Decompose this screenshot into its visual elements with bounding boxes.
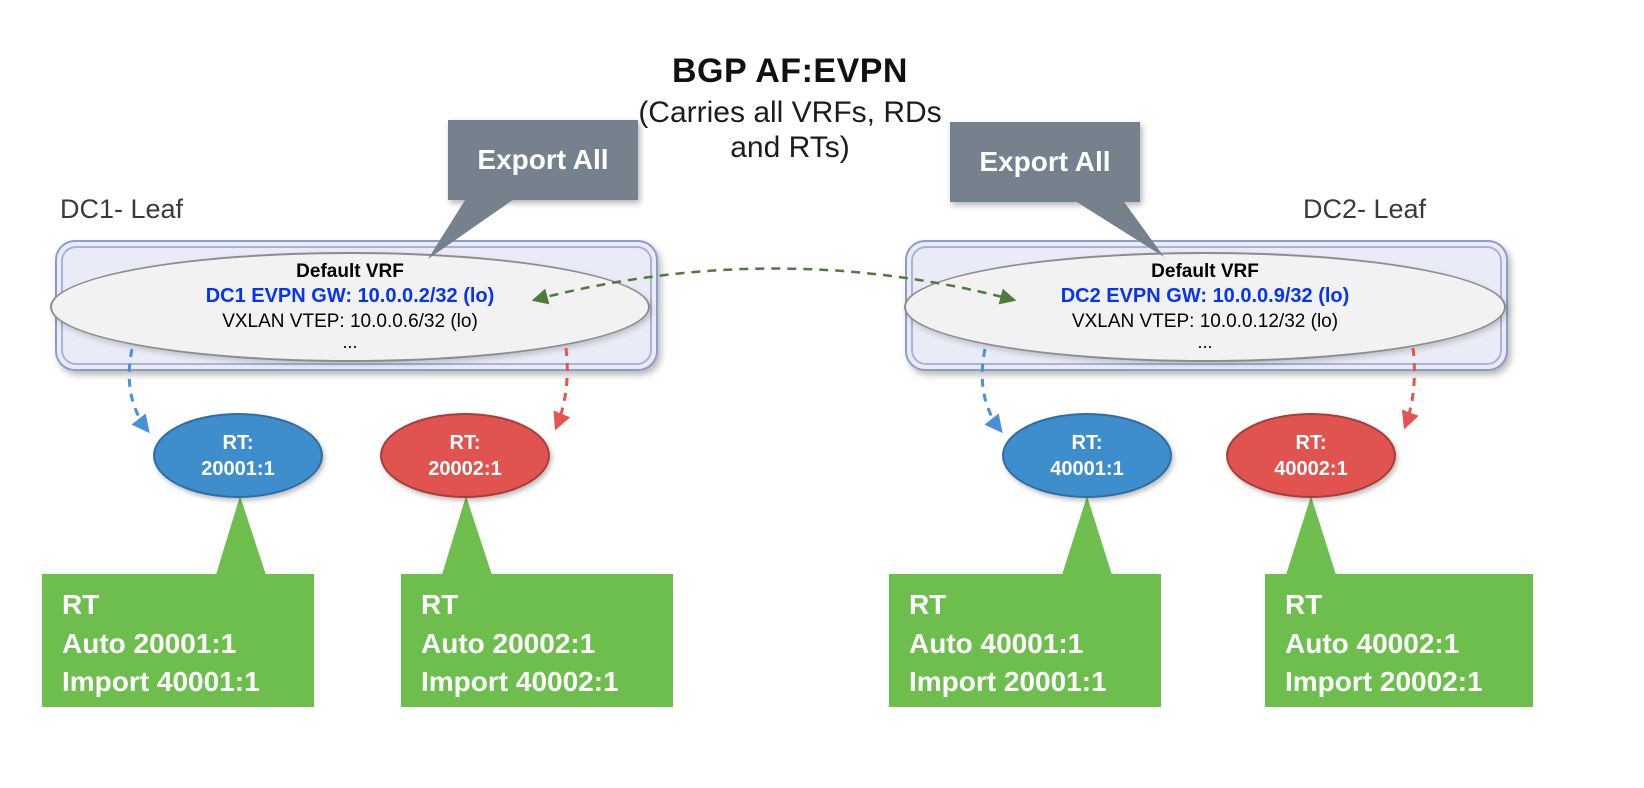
dc2-vrf-ellipsis: ... [1197,332,1213,353]
dc2-rt-box-red: RT Auto 40002:1 Import 20002:1 [1265,574,1533,707]
dc2-rt-blue-value: 40001:1 [1050,457,1124,480]
dc1-rt-red-label: RT: [449,431,481,454]
export-all-callout-dc2: Export All [950,122,1140,202]
rt-box-tail-dc2-red [1285,496,1337,578]
dc2-rt-box-blue: RT Auto 40001:1 Import 20001:1 [889,574,1161,707]
dc1-rt-blue-value: 20001:1 [201,457,275,480]
dc1-vrf-name: Default VRF [296,260,404,282]
dc1-vtep-text: VXLAN VTEP: 10.0.0.6/32 (lo) [222,310,478,332]
dc2-rt-box-red-line3: Import 20002:1 [1285,666,1483,698]
dc2-rt-oval-blue: RT: 40001:1 [1002,413,1172,498]
rt-box-tail-dc1-blue [215,496,267,578]
dc1-leaf-label: DC1- Leaf [60,194,184,224]
dc1-rt-oval-blue: RT: 20001:1 [153,413,323,498]
dc2-rt-box-blue-line2: Auto 40001:1 [909,627,1084,659]
export-all-callout-dc1: Export All [448,120,638,200]
dc1-vrf-ellipsis: ... [342,332,358,353]
dc1-rt-box-blue: RT Auto 20001:1 Import 40001:1 [42,574,314,707]
dc2-vtep-text: VXLAN VTEP: 10.0.0.12/32 (lo) [1071,310,1339,332]
dc1-rt-blue-label: RT: [222,431,254,454]
title-subtitle-line1: (Carries all VRFs, RDs [638,96,942,129]
dc2-leaf-label: DC2- Leaf [1303,194,1427,224]
dc2-evpn-gw-text: DC2 EVPN GW: 10.0.0.9/32 (lo) [1060,285,1350,308]
dc1-rt-box-blue-line1: RT [62,589,100,620]
dc2-rt-oval-red: RT: 40002:1 [1226,413,1396,498]
diagram-title: BGP AF:EVPN (Carries all VRFs, RDs and R… [545,52,1035,166]
dc1-evpn-gw-text: DC1 EVPN GW: 10.0.0.2/32 (lo) [205,285,495,308]
dc1-rt-box-red-line3: Import 40002:1 [421,666,619,698]
dc2-rt-red-value: 40002:1 [1274,457,1348,480]
dc1-default-vrf-ellipse: Default VRF DC1 EVPN GW: 10.0.0.2/32 (lo… [50,252,650,362]
dc2-rt-box-blue-line3: Import 20001:1 [909,666,1107,698]
dc2-rt-box-blue-line1: RT [909,589,947,620]
bgp-af-evpn-heading: BGP AF:EVPN [672,52,908,90]
dc1-rt-box-red-line1: RT [421,589,459,620]
rt-box-tail-dc2-blue [1061,496,1113,578]
dc1-rt-box-red: RT Auto 20002:1 Import 40002:1 [401,574,673,707]
dc1-rt-box-blue-line3: Import 40001:1 [62,666,260,698]
dc2-default-vrf-ellipse: Default VRF DC2 EVPN GW: 10.0.0.9/32 (lo… [904,252,1506,362]
dc1-rt-box-blue-line2: Auto 20001:1 [62,627,237,659]
rt-box-tail-dc1-red [441,496,493,578]
dc1-rt-box-red-line2: Auto 20002:1 [421,627,596,659]
dc2-rt-box-red-line1: RT [1285,589,1323,620]
dc2-rt-red-label: RT: [1295,431,1327,454]
title-subtitle-line2: and RTs) [730,131,850,165]
dc1-rt-oval-red: RT: 20002:1 [380,413,550,498]
dc2-rt-box-red-line2: Auto 40002:1 [1285,627,1460,659]
dc1-rt-red-value: 20002:1 [428,457,502,480]
dc2-vrf-name: Default VRF [1151,260,1259,282]
dc2-rt-blue-label: RT: [1071,431,1103,454]
